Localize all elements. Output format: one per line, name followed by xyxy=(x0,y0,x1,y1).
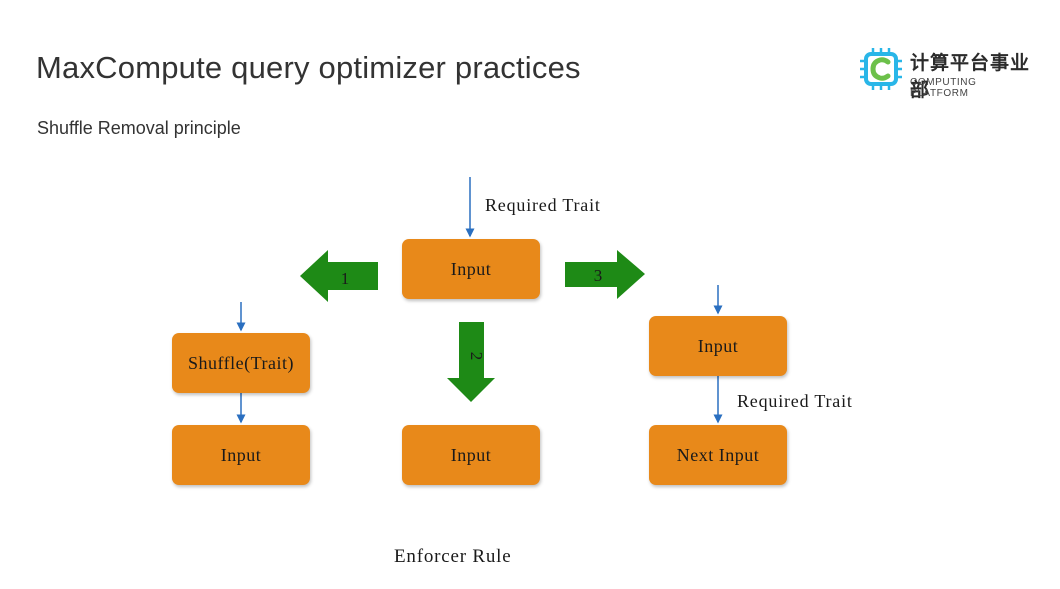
logo: 计算平台事业部 COMPUTING PLATFORM xyxy=(858,46,1038,101)
arrow-2: 2 xyxy=(447,322,495,402)
middle-input-box: Input xyxy=(402,425,540,485)
shuffle-label: Shuffle(Trait) xyxy=(188,353,294,373)
c-chip-icon xyxy=(860,48,902,90)
slide-title: MaxCompute query optimizer practices xyxy=(36,50,581,85)
next-input-label: Next Input xyxy=(676,445,760,465)
arrow-3: 3 xyxy=(565,250,645,299)
right-required-trait-label: Required Trait xyxy=(737,391,853,411)
enforcer-rule-caption: Enforcer Rule xyxy=(394,546,512,567)
arrow-1: 1 xyxy=(300,250,378,302)
arrow-3-number: 3 xyxy=(594,266,603,285)
right-input-box: Input xyxy=(649,316,787,376)
arrow-2-number: 2 xyxy=(467,352,486,361)
left-input-box: Input xyxy=(172,425,310,485)
center-input-label: Input xyxy=(450,259,492,279)
center-input-box: Input xyxy=(402,239,540,299)
logo-name-cn: 计算平台事业部 xyxy=(910,52,1031,101)
right-input-label: Input xyxy=(697,336,739,356)
slide-subtitle: Shuffle Removal principle xyxy=(37,118,241,138)
logo-name-en: COMPUTING PLATFORM xyxy=(910,77,977,99)
shuffle-box: Shuffle(Trait) xyxy=(172,333,310,393)
middle-input-label: Input xyxy=(450,445,492,465)
top-required-trait-label: Required Trait xyxy=(485,195,601,215)
next-input-box: Next Input xyxy=(649,425,787,485)
left-input-label: Input xyxy=(220,445,262,465)
arrow-1-number: 1 xyxy=(341,269,350,288)
